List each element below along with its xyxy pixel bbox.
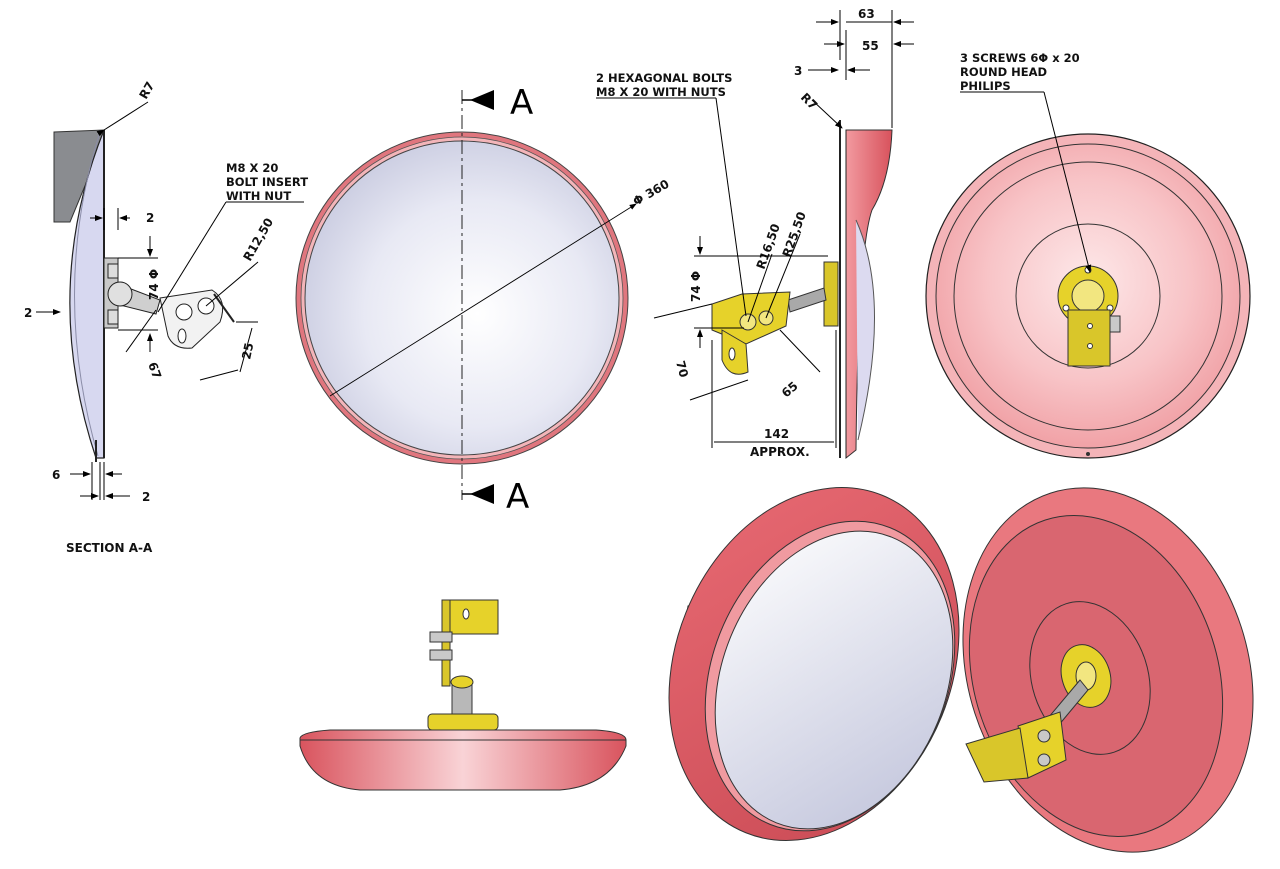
section-mark-top: A [510, 83, 533, 123]
section-dim-74: 74 Φ [147, 269, 161, 300]
side-r7-label: R7 [798, 90, 820, 112]
side-dim-70: 70 [673, 359, 691, 379]
section-dim-67: 67 [145, 360, 164, 380]
side-dim-74: 74 Φ [689, 271, 703, 302]
hex-note-line2: M8 X 20 WITH NUTS [596, 85, 726, 99]
section-a-a-view: R7 M8 X 20 BOLT INSERT WITH NUT 2 74 Φ R… [24, 79, 308, 555]
section-r7-label: R7 [136, 79, 157, 101]
section-caption: SECTION A-A [66, 541, 153, 555]
side-view: 63 55 3 R7 2 HEXAGONAL BOLTS M8 X 20 WIT… [596, 7, 914, 460]
section-dim-2-bottom: 2 [142, 490, 150, 504]
section-dim-2-top: 2 [146, 211, 154, 225]
top-view [299, 599, 627, 791]
side-dim-142: 142 [764, 427, 789, 441]
rear-view: 3 SCREWS 6Φ x 20 ROUND HEAD PHILIPS [925, 51, 1251, 459]
screw-note-line2: ROUND HEAD [960, 65, 1047, 79]
section-dim-6: 6 [52, 468, 60, 482]
diameter-label: Φ 360 [631, 177, 672, 209]
screw-note-line3: PHILIPS [960, 79, 1011, 93]
side-approx: APPROX. [750, 445, 810, 459]
section-mark-bottom: A [506, 477, 529, 517]
side-r16-label: R16,50 [754, 222, 783, 271]
side-dim-3: 3 [794, 64, 802, 78]
bolt-note-line1: M8 X 20 [226, 161, 278, 175]
bolt-note-line3: WITH NUT [226, 189, 291, 203]
section-r12-label: R12,50 [240, 216, 276, 264]
side-dim-65: 65 [779, 379, 801, 400]
iso-front-view [668, 487, 960, 841]
front-view: A A Φ 360 [295, 83, 672, 517]
screw-note-line1: 3 SCREWS 6Φ x 20 [960, 51, 1080, 65]
side-dim-63: 63 [858, 7, 875, 21]
section-dim-25: 25 [239, 341, 256, 360]
section-dim-2-left: 2 [24, 306, 32, 320]
bolt-note-line2: BOLT INSERT [226, 175, 308, 189]
side-r25-label: R25,50 [780, 210, 809, 259]
iso-rear-view [962, 487, 1254, 853]
side-dim-55: 55 [862, 39, 879, 53]
hex-note-line1: 2 HEXAGONAL BOLTS [596, 71, 732, 85]
